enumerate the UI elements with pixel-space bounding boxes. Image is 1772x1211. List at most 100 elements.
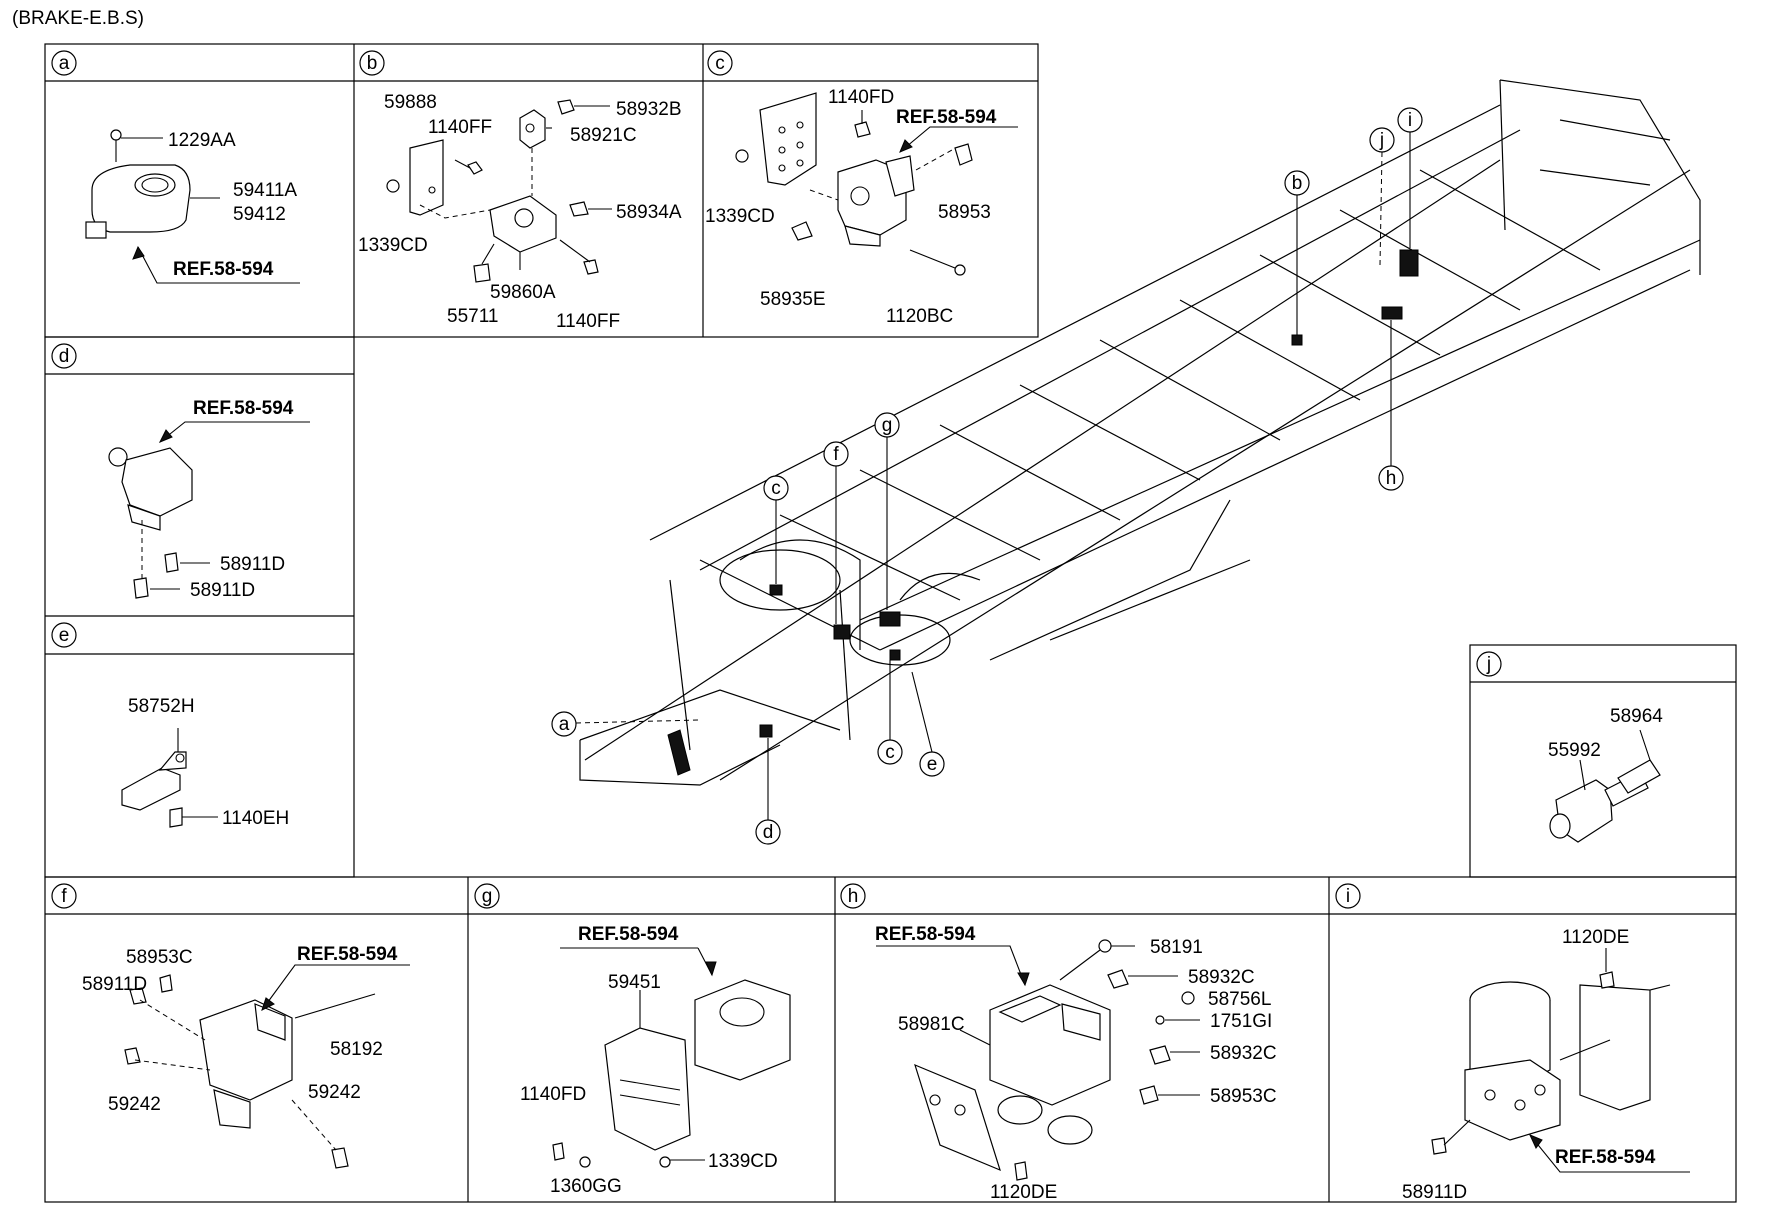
callout-d-text: d bbox=[763, 822, 774, 843]
part-1140FD-c: 1140FD bbox=[828, 87, 894, 108]
part-58756L: 58756L bbox=[1208, 989, 1271, 1010]
part-1120BC: 1120BC bbox=[886, 306, 953, 327]
part-1339CD-b: 1339CD bbox=[358, 235, 428, 256]
panel-tag-h: h bbox=[840, 883, 866, 909]
part-58934A: 58934A bbox=[616, 202, 682, 223]
panel-tag-a-text: a bbox=[59, 53, 70, 74]
panel-c-drawing bbox=[735, 92, 1018, 276]
part-58953C-f: 58953C bbox=[126, 947, 193, 968]
panel-tag-g-text: g bbox=[482, 886, 493, 907]
callout-e-text: e bbox=[927, 754, 938, 775]
part-59888: 59888 bbox=[384, 92, 437, 113]
panel-frames bbox=[44, 43, 1737, 1203]
part-58953C-h: 58953C bbox=[1210, 1086, 1277, 1107]
panel-tag-a: a bbox=[51, 50, 77, 76]
part-58935E: 58935E bbox=[760, 289, 826, 310]
callout-j-text: j bbox=[1379, 130, 1384, 151]
part-59242-2: 59242 bbox=[308, 1082, 361, 1103]
chassis-callout-g: g bbox=[874, 412, 900, 610]
chassis-callout-a: a bbox=[551, 711, 701, 737]
part-59860A: 59860A bbox=[490, 282, 556, 303]
part-1339CD-c: 1339CD bbox=[705, 206, 775, 227]
callout-g-text: g bbox=[882, 415, 893, 436]
part-58932C-1: 58932C bbox=[1188, 967, 1255, 988]
part-55711: 55711 bbox=[447, 306, 498, 327]
chassis-callout-b: b bbox=[1284, 170, 1310, 335]
part-58964: 58964 bbox=[1610, 706, 1663, 727]
part-1120DE-h: 1120DE bbox=[990, 1182, 1057, 1203]
panel-h-drawing bbox=[876, 939, 1200, 1181]
panel-tag-c-text: c bbox=[715, 53, 725, 74]
panel-tag-d-text: d bbox=[59, 346, 70, 367]
panel-tag-f-text: f bbox=[61, 886, 67, 907]
part-58932B: 58932B bbox=[616, 99, 682, 120]
panel-tag-f: f bbox=[51, 883, 77, 909]
callout-c-bottom-text: c bbox=[885, 742, 895, 763]
panel-tag-j: j bbox=[1476, 651, 1502, 677]
panel-b-drawing bbox=[386, 99, 612, 283]
panel-tag-e-text: e bbox=[59, 625, 70, 646]
part-1140FF: 1140FF bbox=[428, 117, 492, 138]
part-1360GG: 1360GG bbox=[550, 1176, 622, 1197]
page-title: (BRAKE-E.B.S) bbox=[12, 8, 144, 29]
part-58953: 58953 bbox=[938, 202, 991, 223]
part-58911D-d2: 58911D bbox=[190, 580, 255, 601]
part-58752H: 58752H bbox=[128, 696, 195, 717]
ref-58-594-c: REF.58-594 bbox=[896, 107, 997, 128]
chassis-callout-f: f bbox=[823, 441, 849, 624]
panel-d-drawing bbox=[108, 421, 310, 599]
chassis-callout-h: h bbox=[1378, 320, 1404, 491]
panel-f-drawing bbox=[124, 964, 410, 1169]
callout-f-text: f bbox=[833, 444, 839, 465]
panel-tag-d: d bbox=[51, 343, 77, 369]
panel-tag-b: b bbox=[359, 50, 385, 76]
part-55992: 55992 bbox=[1548, 740, 1601, 761]
part-1140EH: 1140EH bbox=[222, 808, 289, 829]
panel-tag-e: e bbox=[51, 622, 77, 648]
part-1751GI: 1751GI bbox=[1210, 1011, 1272, 1032]
callout-a-text: a bbox=[559, 714, 570, 735]
part-1339CD-g: 1339CD bbox=[708, 1151, 778, 1172]
chassis-callout-i: i bbox=[1397, 107, 1423, 248]
ref-58-594-d: REF.58-594 bbox=[193, 398, 294, 419]
part-59411A: 59411A bbox=[233, 180, 297, 201]
panel-tag-h-text: h bbox=[848, 886, 859, 907]
panel-tag-j-text: j bbox=[1486, 654, 1491, 675]
part-59242-1: 59242 bbox=[108, 1094, 161, 1115]
panel-tag-b-text: b bbox=[367, 53, 378, 74]
panel-a-drawing bbox=[85, 129, 300, 284]
ref-58-594-a: REF.58-594 bbox=[173, 259, 274, 280]
callout-h-text: h bbox=[1386, 468, 1397, 489]
part-1120DE-i: 1120DE bbox=[1562, 927, 1629, 948]
callout-b-text: b bbox=[1292, 173, 1303, 194]
chassis-callout-d: d bbox=[755, 738, 781, 845]
chassis-callout-j: j bbox=[1369, 127, 1395, 266]
panel-j-drawing bbox=[1549, 729, 1661, 843]
panel-tag-i-text: i bbox=[1346, 886, 1350, 907]
ref-58-594-g: REF.58-594 bbox=[578, 924, 679, 945]
part-58191: 58191 bbox=[1150, 937, 1203, 958]
panel-tag-c: c bbox=[707, 50, 733, 76]
part-59451: 59451 bbox=[608, 972, 661, 993]
part-58932C-2: 58932C bbox=[1210, 1043, 1277, 1064]
callout-i-text: i bbox=[1408, 110, 1412, 131]
part-1140FD-g: 1140FD bbox=[520, 1084, 586, 1105]
part-58921C: 58921C bbox=[570, 125, 637, 146]
ref-58-594-h: REF.58-594 bbox=[875, 924, 976, 945]
part-1229AA: 1229AA bbox=[168, 130, 236, 151]
panel-e-drawing bbox=[121, 728, 218, 828]
part-58911D-i: 58911D bbox=[1402, 1182, 1467, 1203]
part-59412: 59412 bbox=[233, 204, 286, 225]
ref-58-594-f: REF.58-594 bbox=[297, 944, 398, 965]
chassis-frame-drawing bbox=[579, 79, 1701, 786]
chassis-callout-c-top: c bbox=[763, 475, 789, 584]
callout-c-top-text: c bbox=[771, 478, 781, 499]
part-58981C: 58981C bbox=[898, 1014, 965, 1035]
panel-tag-i: i bbox=[1335, 883, 1361, 909]
ref-58-594-i: REF.58-594 bbox=[1555, 1147, 1656, 1168]
chassis-callout-c-bottom: c bbox=[877, 660, 903, 765]
part-1140FF-2: 1140FF bbox=[556, 311, 620, 332]
panel-i-drawing bbox=[1431, 948, 1690, 1173]
panel-g-drawing bbox=[552, 947, 791, 1168]
